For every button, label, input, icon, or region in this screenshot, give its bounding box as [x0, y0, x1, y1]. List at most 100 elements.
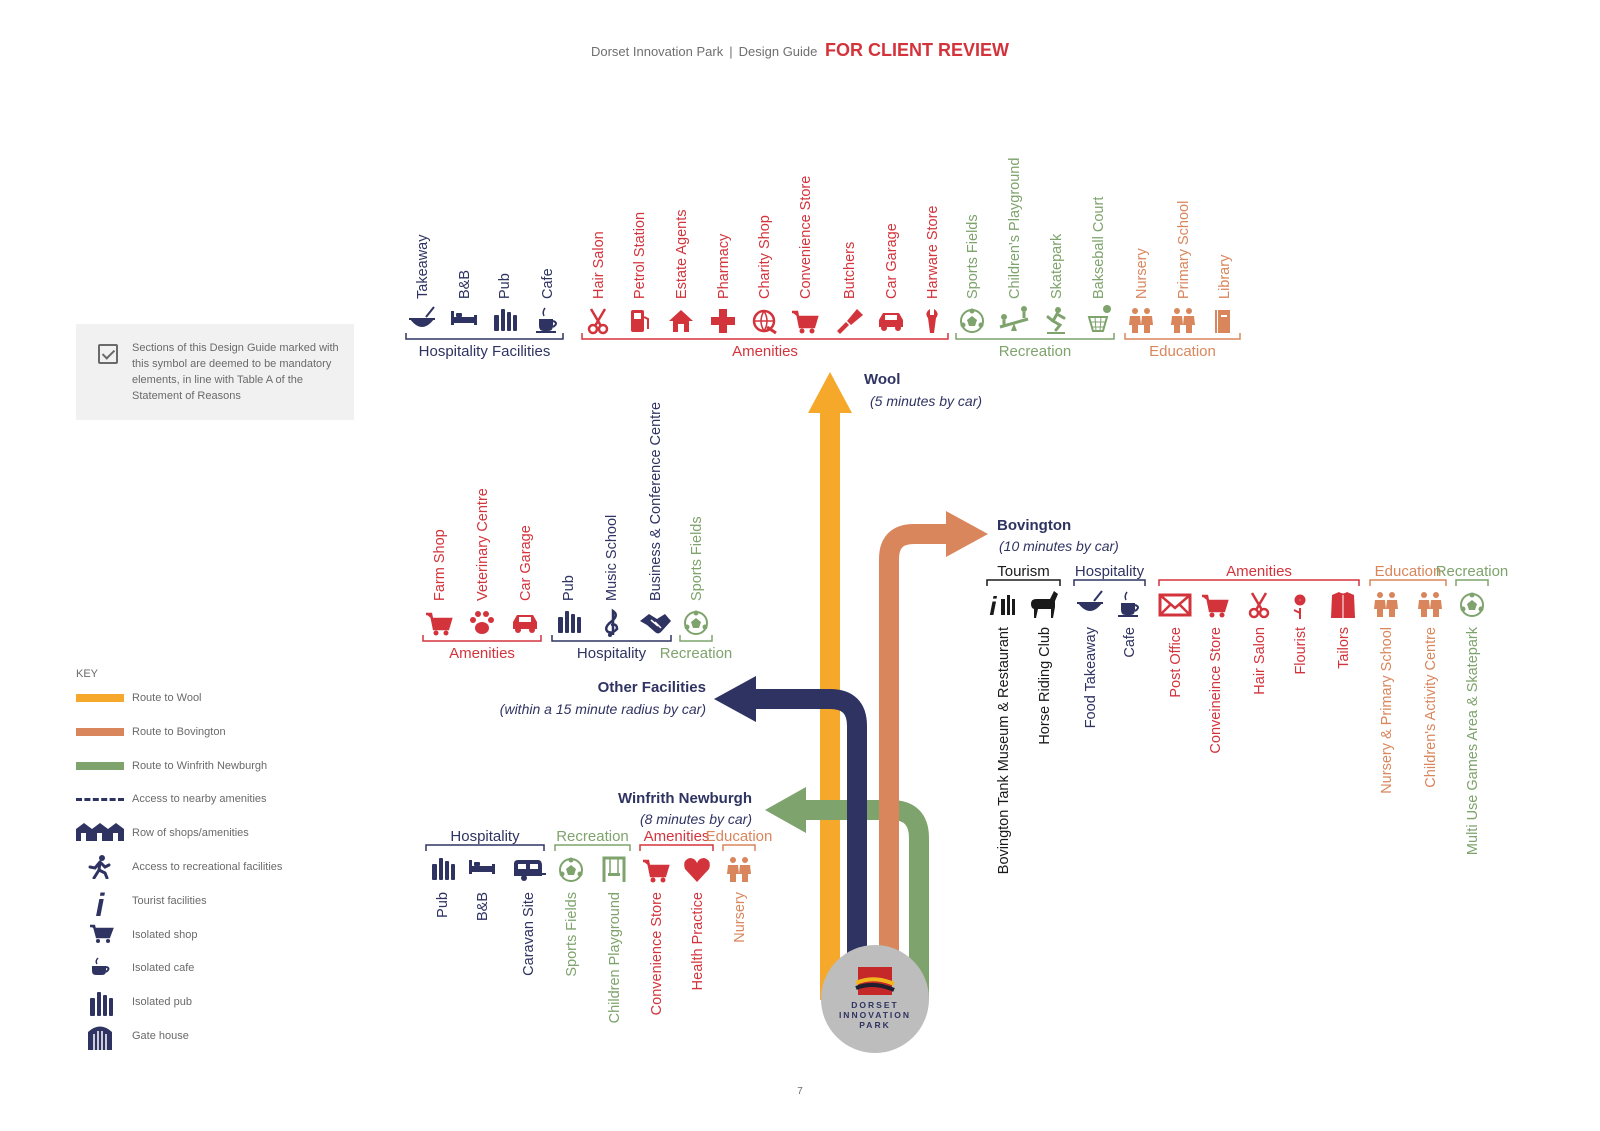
group-title: Recreation	[999, 343, 1072, 360]
route-other-arrow	[714, 676, 756, 722]
facility-label: Bovington Tank Museum & Restaurant	[996, 627, 1012, 874]
group-bracket	[1124, 333, 1241, 340]
facility-label: Car Garage	[518, 525, 534, 601]
group-bracket	[422, 635, 542, 642]
wool-title: Wool	[864, 371, 900, 388]
legend-row: Isolated cafe	[76, 957, 356, 994]
facility-label: Flourist	[1293, 627, 1309, 675]
group-title: Recreation	[1436, 563, 1509, 580]
facility-label: Estate Agents	[674, 210, 690, 299]
facility-label: Pub	[497, 273, 513, 299]
facility-label: Veterinary Centre	[475, 488, 491, 601]
legend-row: Isolated shop	[76, 924, 356, 961]
car-icon	[513, 615, 537, 633]
mail-icon	[1158, 593, 1192, 617]
page-header: Dorset Innovation Park | Design Guide FOR …	[0, 40, 1600, 61]
facility-label: Nursery & Primary School	[1379, 627, 1395, 794]
facility-label: Car Garage	[884, 223, 900, 299]
facility-label: Takeaway	[415, 234, 431, 299]
clef-icon	[604, 608, 619, 637]
facility-label: Business & Conference Centre	[648, 402, 664, 601]
group-title: Education	[706, 828, 773, 845]
legend-row: Route to Bovington	[76, 724, 356, 758]
legend-row: Access to recreational facilities	[76, 854, 356, 893]
group-other-2: Recreation Sports Fields	[660, 516, 733, 662]
page-number: 7	[797, 1086, 803, 1097]
facility-label: Farm Shop	[432, 529, 448, 601]
pub-icon	[558, 611, 581, 633]
legend-label: Route to Wool	[132, 692, 202, 704]
legend-label: Gate house	[132, 1029, 189, 1042]
svg-text:i: i	[989, 591, 997, 621]
bovington-time: (10 minutes by car)	[999, 538, 1119, 554]
bed-icon	[451, 311, 477, 325]
facility-label: Horse Riding Club	[1037, 627, 1053, 745]
legend-label: Row of shops/amenities	[132, 827, 249, 840]
facility-label: Sports Fields	[689, 516, 705, 601]
other-title: Other Facilities	[598, 679, 706, 696]
kids-icon	[1418, 592, 1442, 617]
group-bracket	[955, 333, 1115, 340]
pub-icon	[432, 858, 455, 880]
legend-label: Access to recreational facilities	[132, 860, 283, 873]
logo-line2: INNOVATION	[839, 1010, 911, 1020]
legend-label: Isolated cafe	[132, 962, 195, 975]
facility-label: Nursery	[732, 891, 748, 943]
kids-icon	[727, 857, 751, 882]
facility-label: Bakseball Court	[1091, 197, 1107, 299]
other-time: (within a 15 minute radius by car)	[500, 701, 706, 717]
gate-icon	[76, 1024, 124, 1055]
group-bracket	[405, 333, 564, 340]
checkbox-icon	[98, 344, 118, 364]
facility-label: Pub	[561, 575, 577, 601]
group-title: Recreation	[660, 645, 733, 662]
mandatory-note: Sections of this Design Guide marked wit…	[76, 324, 354, 420]
house-icon	[669, 310, 693, 332]
facility-label: Charity Shop	[757, 215, 773, 299]
svg-text:i: i	[96, 889, 106, 919]
horse-icon	[1031, 591, 1058, 618]
header-separator: |	[729, 44, 733, 59]
scissors-icon	[587, 308, 609, 335]
group-bracket	[679, 635, 713, 642]
facility-label: Children's Playground	[1007, 158, 1023, 299]
group-bracket	[1073, 579, 1146, 586]
ball-icon	[684, 610, 708, 635]
header-review-label: FOR CLIENT REVIEW	[825, 40, 1010, 60]
facility-label: Multi Use Games Area & Skatepark	[1465, 626, 1481, 855]
group-bracket	[1369, 579, 1447, 586]
bovington-title: Bovington	[997, 517, 1071, 534]
group-bracket	[986, 579, 1061, 586]
facility-label: Music School	[604, 515, 620, 601]
cup-icon	[76, 956, 124, 981]
skater-icon	[1046, 307, 1066, 334]
cart-icon	[792, 310, 819, 334]
group-title: Education	[1375, 563, 1442, 580]
group-bracket	[1455, 579, 1489, 586]
fuel-icon	[631, 310, 649, 332]
running-person-icon	[76, 854, 124, 884]
bed-icon	[469, 860, 495, 874]
scissors-icon	[1248, 592, 1270, 619]
facility-label: Nursery	[1134, 247, 1150, 299]
ball-icon	[1460, 592, 1484, 617]
ball-icon	[960, 308, 984, 333]
header-doc: Design Guide	[738, 44, 818, 59]
info-pub-icon: i	[989, 591, 1015, 621]
globe-icon	[752, 309, 777, 335]
group-title: Recreation	[556, 828, 629, 845]
book-icon	[1215, 310, 1230, 333]
dorset-innovation-park-logo: DORSET INNOVATION PARK	[821, 945, 929, 1053]
dashed-line	[76, 798, 124, 802]
kids-icon	[1171, 308, 1195, 333]
header-project: Dorset Innovation Park	[590, 44, 724, 59]
mandatory-note-text: Sections of this Design Guide marked wit…	[132, 342, 339, 402]
